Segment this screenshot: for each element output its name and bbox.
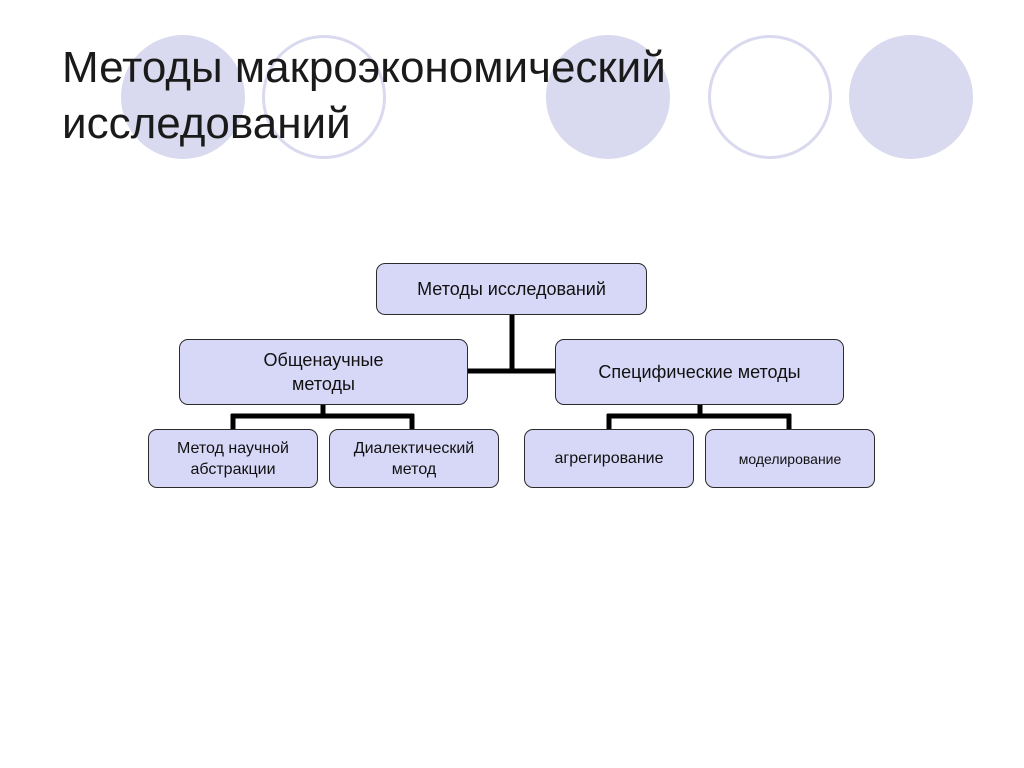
decor-circle bbox=[708, 35, 832, 159]
node-specific-methods: Специфические методы bbox=[555, 339, 844, 405]
decor-circle bbox=[849, 35, 973, 159]
decor-circle bbox=[546, 35, 670, 159]
node-research-methods: Методы исследований bbox=[376, 263, 647, 315]
node-aggregation: агрегирование bbox=[524, 429, 694, 488]
decor-circle bbox=[121, 35, 245, 159]
slide-title: Методы макроэкономический исследований bbox=[62, 43, 666, 148]
node-modeling: моделирование bbox=[705, 429, 875, 488]
node-dialectical-method: Диалектический метод bbox=[329, 429, 499, 488]
node-general-scientific-methods: Общенаучные методы bbox=[179, 339, 468, 405]
node-scientific-abstraction: Метод научной абстракции bbox=[148, 429, 318, 488]
decor-circle bbox=[262, 35, 386, 159]
